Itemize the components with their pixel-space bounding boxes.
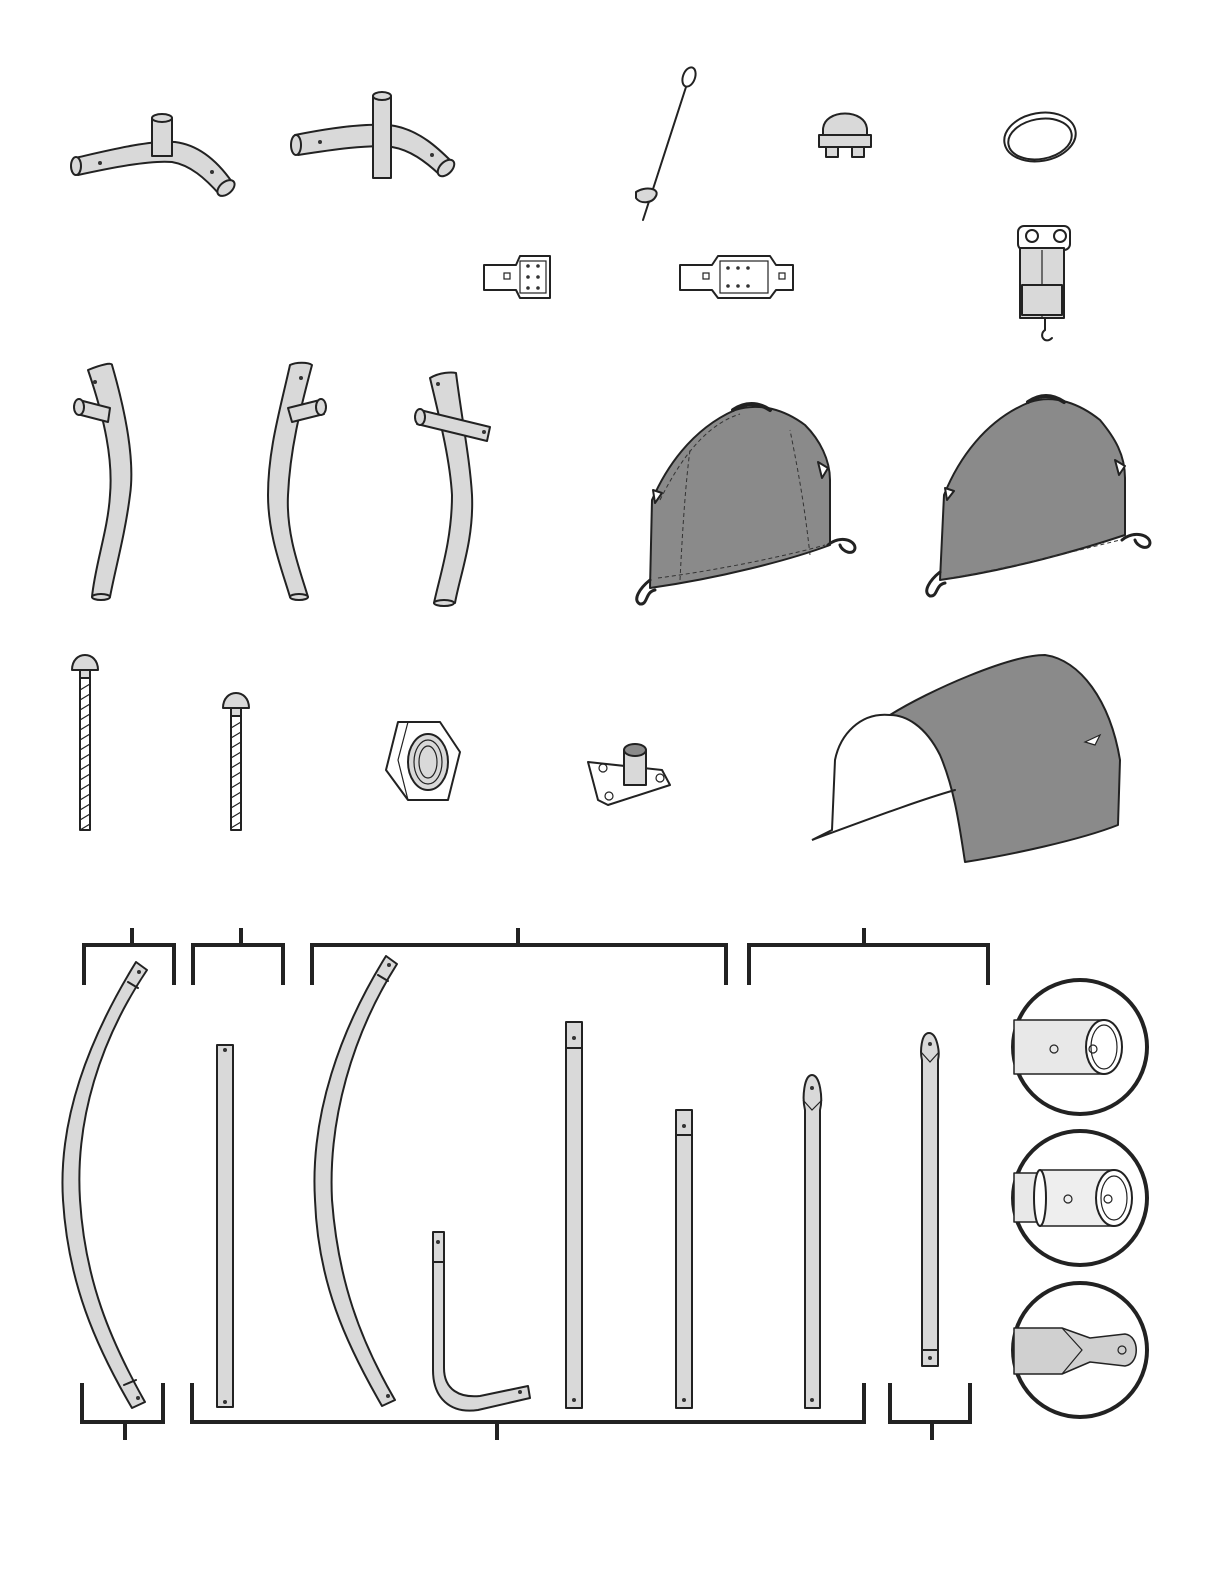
cross-connector-icon — [291, 92, 457, 179]
flattened-tube-icon — [803, 1075, 822, 1408]
auger-anchor-icon — [636, 66, 698, 220]
wire-rope-clip-icon — [819, 114, 871, 158]
hex-nut-icon — [386, 722, 460, 800]
straight-tube-icon — [566, 1022, 582, 1408]
swaged-end-detail-icon — [1013, 980, 1147, 1114]
sleeve-end-detail-icon — [1013, 1131, 1147, 1265]
connector-plate-icon — [484, 256, 550, 298]
cable-coil-icon — [1000, 107, 1079, 167]
connector-plate-icon — [680, 256, 793, 298]
end-panel-icon — [637, 404, 855, 604]
group-bracket-top-4 — [749, 928, 988, 985]
group-bracket-top-2 — [193, 928, 283, 985]
foot-plate-icon — [588, 744, 670, 805]
carriage-bolt-icon — [223, 693, 249, 830]
canopy-cover-icon — [812, 655, 1120, 862]
end-panel-icon — [927, 396, 1150, 596]
flattened-tube-icon — [921, 1033, 939, 1366]
straight-tube-icon — [676, 1110, 692, 1408]
straight-tube-icon — [217, 1045, 233, 1407]
elbow-tube-icon — [433, 1232, 530, 1411]
curved-tube-icon — [314, 956, 397, 1406]
ratchet-tensioner-icon — [1018, 226, 1070, 340]
curved-tube-icon — [62, 962, 147, 1408]
bent-tube-icon — [415, 373, 490, 606]
flat-end-detail-icon — [1013, 1283, 1147, 1417]
tee-connector-icon — [71, 114, 238, 199]
carriage-bolt-icon — [72, 655, 98, 830]
bent-tube-icon — [74, 364, 131, 600]
group-bracket-bottom-3 — [890, 1383, 970, 1440]
bent-tube-icon — [268, 363, 326, 600]
